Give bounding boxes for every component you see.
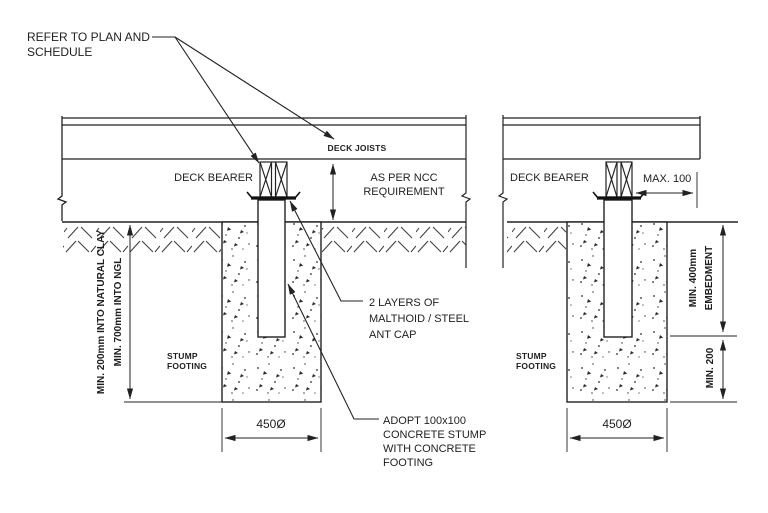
deck-joists-label: DECK JOISTS [328, 143, 387, 153]
ant-cap-callout-line2: MALTHOID / STEEL [369, 313, 469, 325]
left-concrete-stump [257, 199, 286, 338]
stump-callout-line3: WITH CONCRETE [383, 443, 476, 455]
section-break-lines [460, 115, 509, 268]
right-footing-diameter-label: 450Ø [602, 417, 631, 431]
left-deck-structure [56, 116, 466, 221]
left-ant-cap [246, 191, 301, 200]
right-stump-footing-label-line1: STUMP [516, 351, 547, 361]
leader-stump [287, 283, 379, 420]
refer-note-line1: REFER TO PLAN AND [27, 30, 150, 44]
left-stump-footing-label-line1: STUMP [167, 351, 198, 361]
left-deck-bearer-label: DECK BEARER [174, 172, 253, 184]
ant-cap-callout-line3: ANT CAP [369, 329, 416, 341]
right-stump-footing-label-line2: FOOTING [516, 361, 556, 371]
left-deck-bearer-block [259, 161, 288, 198]
right-deck-bearer-block [605, 161, 633, 198]
annotation-text: REFER TO PLAN AND SCHEDULE DECK JOISTS D… [27, 30, 716, 469]
leader-ant-cap [289, 200, 363, 302]
left-structure-edge-break-line [56, 116, 68, 221]
right-soil-hatch-left-of-footing [507, 223, 566, 253]
right-embedment-label-line1: MIN. 400mm [688, 249, 699, 307]
leader-lines [152, 36, 379, 420]
left-footing-diameter-label: 450Ø [256, 417, 285, 431]
right-clay-depth-label: MIN. 200 [705, 347, 716, 388]
dimension-lines [124, 163, 737, 452]
left-soil-hatch-right-of-footing [322, 223, 466, 253]
break-line-right [497, 115, 509, 268]
right-concrete-stump [603, 199, 633, 338]
refer-note-line2: SCHEDULE [27, 45, 92, 59]
ncc-note-line1: AS PER NCC [370, 172, 437, 184]
right-embedment-label-line2: EMBEDMENT [704, 246, 715, 310]
break-line-left [460, 115, 472, 268]
ncc-note-line2: REQUIREMENT [363, 186, 445, 198]
ant-cap-callout-line1: 2 LAYERS OF [369, 297, 439, 309]
left-soil-hatch-left-of-footing [63, 223, 221, 253]
stump-callout-line4: FOOTING [383, 457, 433, 469]
leader-refer-to-joists [174, 36, 335, 140]
right-deck-bearer-label: DECK BEARER [510, 172, 589, 184]
left-depth-label-natural-clay: MIN. 200mm INTO NATURAL CLAY [96, 230, 107, 394]
right-deck-structure [503, 116, 701, 160]
leader-refer-to-bearer [152, 36, 260, 164]
left-stump-footing-label-line2: FOOTING [167, 361, 207, 371]
stump-callout-line2: CONCRETE STUMP [383, 429, 486, 441]
left-depth-label-ngl: MIN. 700mm INTO NGL [113, 258, 124, 367]
right-overhang-label: MAX. 100 [643, 173, 691, 185]
stump-callout-line1: ADOPT 100x100 [383, 415, 466, 427]
